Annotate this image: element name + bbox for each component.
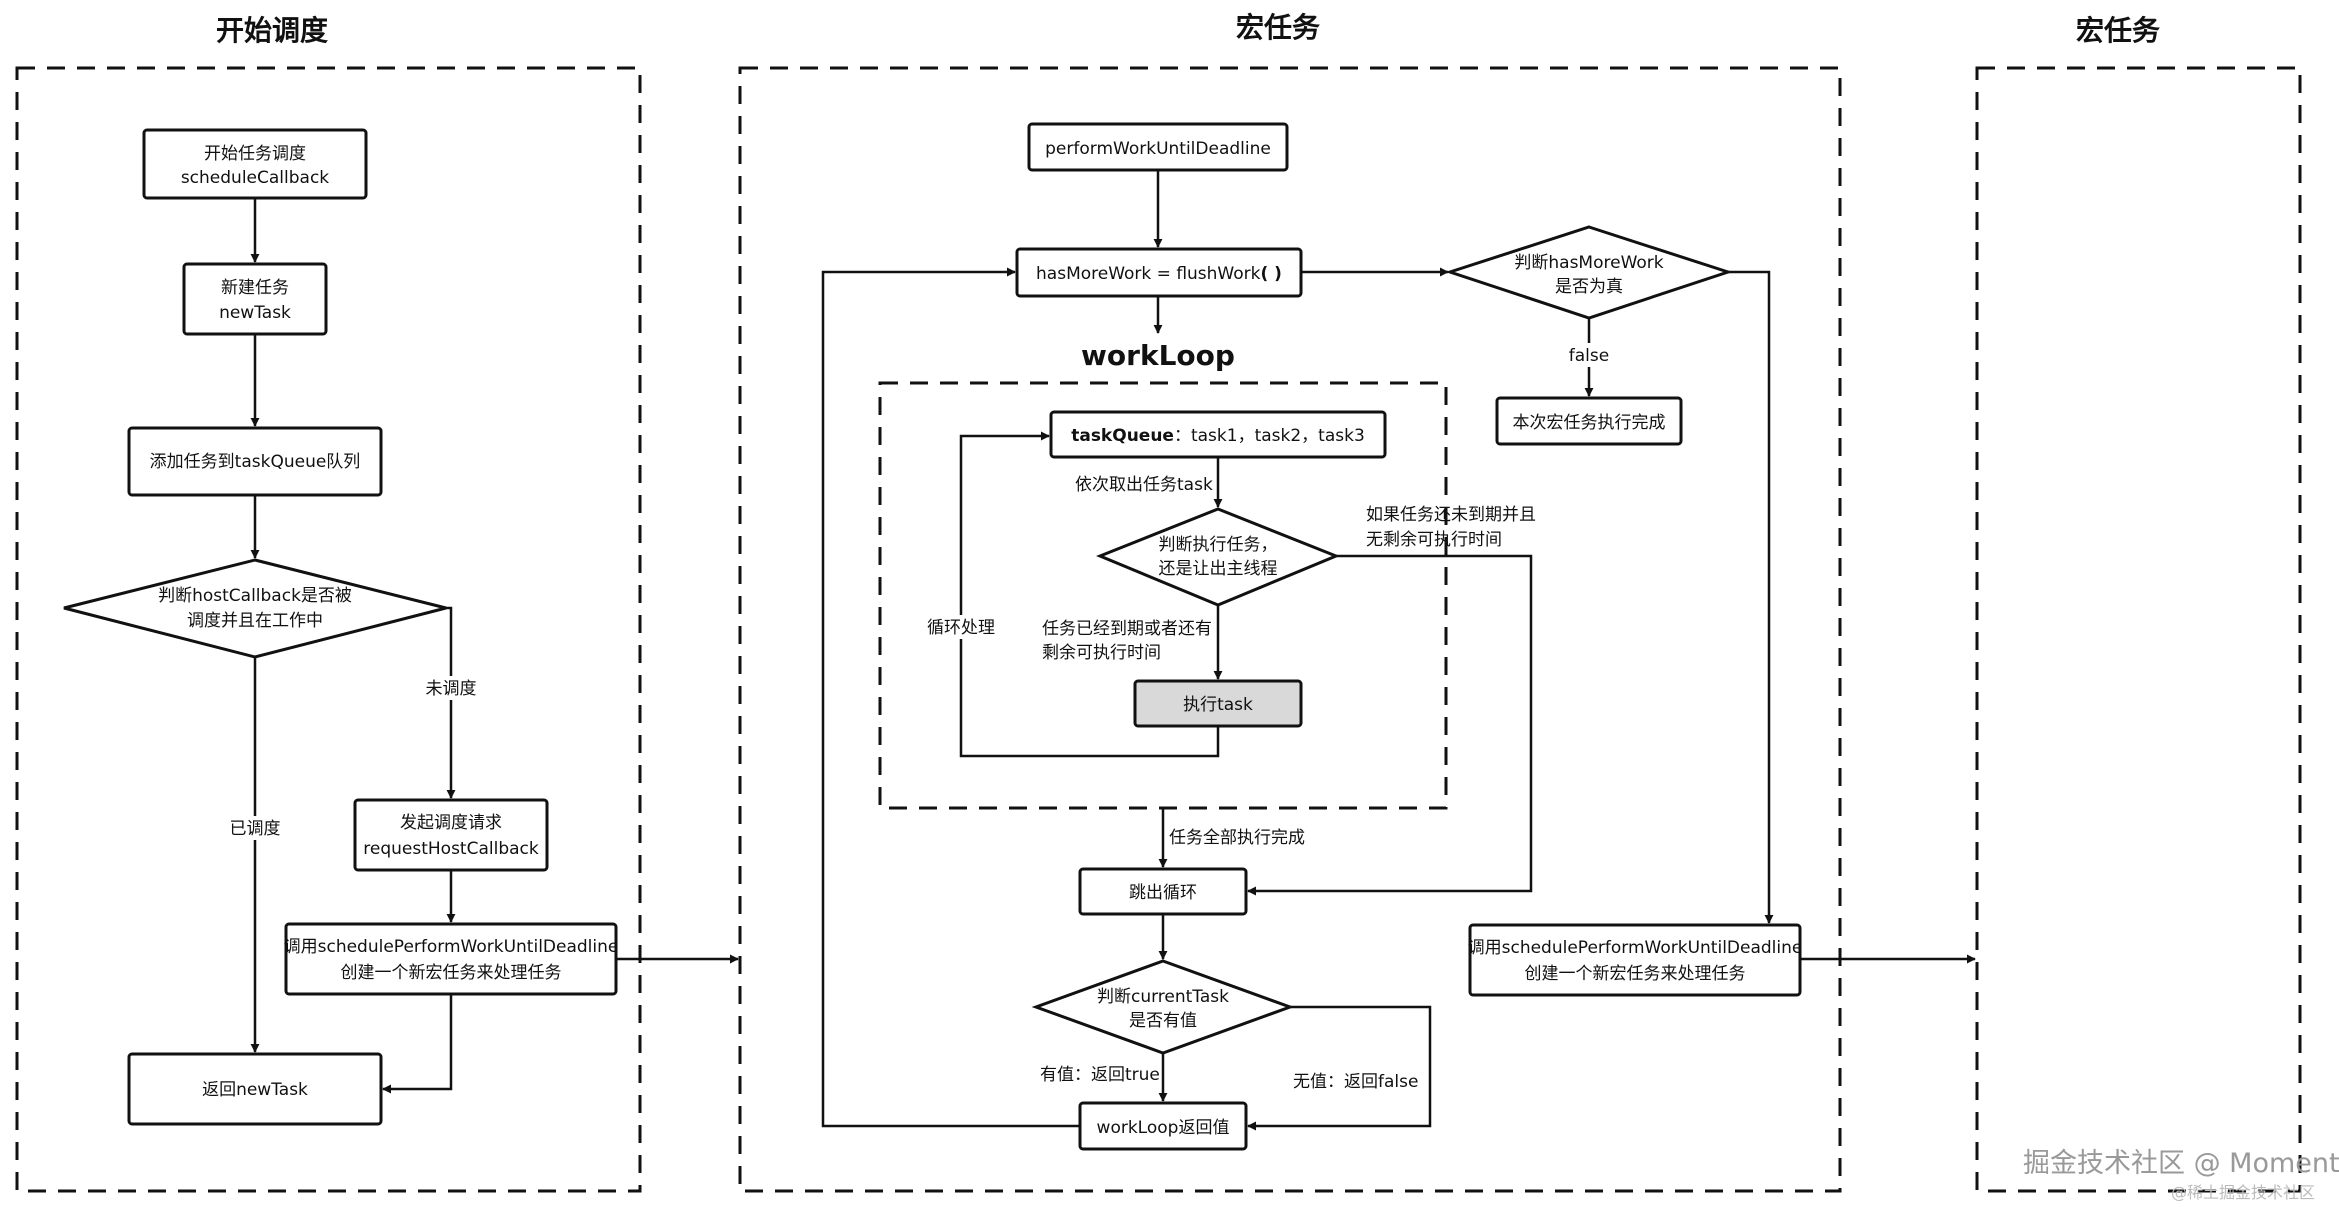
node-perform-work: performWorkUntilDeadline	[1027, 122, 1289, 172]
edge-label-not-scheduled: 未调度	[426, 679, 477, 699]
edge-label-not-expired-1: 如果任务还未到期并且	[1366, 505, 1536, 525]
node-new-task: 新建任务 newTask	[182, 262, 328, 336]
svg-text:判断hasMoreWork: 判断hasMoreWork	[1514, 253, 1663, 273]
node-task-queue: taskQueue：task1，task2，task3	[1049, 410, 1387, 459]
node-break-loop: 跳出循环	[1078, 867, 1248, 916]
edge-label-bg-2	[224, 816, 286, 840]
panel-title-macrotask-next: 宏任务	[2076, 14, 2160, 47]
node-check-has-more-work: 判断hasMoreWork 是否为真	[1445, 225, 1733, 320]
svg-text:执行task: 执行task	[1183, 695, 1253, 715]
node-exec-task: 执行task	[1133, 679, 1303, 728]
svg-text:返回newTask: 返回newTask	[202, 1080, 308, 1100]
edge-label-expired-1: 任务已经到期或者还有	[1042, 619, 1212, 639]
edge-label-bg-3	[1566, 343, 1612, 367]
workloop-title: workLoop	[1081, 339, 1235, 372]
svg-text:taskQueue：task1，task2，task3: taskQueue：task1，task2，task3	[1071, 426, 1365, 446]
svg-text:添加任务到taskQueue队列: 添加任务到taskQueue队列	[150, 452, 361, 472]
svg-text:跳出循环: 跳出循环	[1129, 883, 1197, 903]
node-check-host-callback: 判断hostCallback是否被 调度并且在工作中	[63, 558, 447, 659]
svg-text:workLoop返回值: workLoop返回值	[1097, 1118, 1230, 1138]
panel-macrotask-next	[1975, 66, 2302, 1193]
edge-label-take-task: 依次取出任务task	[1075, 475, 1213, 495]
node-workloop-return: workLoop返回值	[1078, 1101, 1248, 1151]
svg-text:是否有值: 是否有值	[1129, 1011, 1197, 1031]
svg-text:判断currentTask: 判断currentTask	[1097, 987, 1229, 1007]
watermark-main: 掘金技术社区 @ Moment	[2023, 1148, 2339, 1179]
node-schedule-perform-right: 调用schedulePerformWorkUntilDeadline 创建一个新…	[1468, 923, 1803, 997]
svg-text:创建一个新宏任务来处理任务: 创建一个新宏任务来处理任务	[1525, 964, 1746, 984]
panel-macrotask	[738, 66, 1842, 1193]
edge-label-not-expired-2: 无剩余可执行时间	[1366, 530, 1502, 550]
panel-start	[15, 66, 642, 1193]
edge-label-all-done: 任务全部执行完成	[1169, 828, 1305, 848]
node-macrotask-done: 本次宏任务执行完成	[1495, 396, 1683, 446]
svg-text:判断执行任务，: 判断执行任务，	[1159, 535, 1278, 555]
svg-text:发起调度请求: 发起调度请求	[400, 813, 502, 833]
node-check-current-task: 判断currentTask 是否有值	[1031, 959, 1295, 1055]
svg-text:scheduleCallback: scheduleCallback	[181, 168, 329, 188]
svg-text:调度并且在工作中: 调度并且在工作中	[187, 611, 323, 631]
svg-text:hasMoreWork = flushWork( ): hasMoreWork = flushWork( )	[1036, 264, 1282, 284]
node-schedule-callback: 开始任务调度 scheduleCallback	[142, 128, 368, 200]
watermark-sub: @稀土掘金技术社区	[2171, 1183, 2315, 1202]
edge-label-scheduled: 已调度	[230, 819, 281, 839]
svg-text:还是让出主线程: 还是让出主线程	[1159, 559, 1278, 579]
svg-text:开始任务调度: 开始任务调度	[204, 144, 306, 164]
svg-text:调用schedulePerformWorkUntilDead: 调用schedulePerformWorkUntilDeadline	[1468, 938, 1803, 958]
panel-title-macrotask: 宏任务	[1236, 11, 1320, 44]
svg-text:requestHostCallback: requestHostCallback	[363, 839, 539, 859]
node-add-to-queue: 添加任务到taskQueue队列	[127, 426, 383, 497]
node-flush-work: hasMoreWork = flushWork( )	[1015, 247, 1303, 298]
svg-text:是否为真: 是否为真	[1555, 277, 1623, 297]
panel-title-start: 开始调度	[216, 14, 328, 47]
node-schedule-perform-left: 调用schedulePerformWorkUntilDeadline 创建一个新…	[284, 922, 619, 996]
middle-edges	[821, 170, 1976, 1131]
edge-label-expired-2: 剩余可执行时间	[1042, 643, 1161, 663]
edge-label-true: 有值：返回true	[1040, 1065, 1160, 1085]
edge-label-false: false	[1569, 346, 1609, 366]
svg-text:performWorkUntilDeadline: performWorkUntilDeadline	[1045, 139, 1271, 159]
svg-text:判断hostCallback是否被: 判断hostCallback是否被	[158, 586, 352, 606]
edge-label-false-value: 无值：返回false	[1293, 1072, 1418, 1092]
node-check-exec: 判断执行任务， 还是让出主线程	[1096, 507, 1340, 607]
edge-label-bg-4	[922, 615, 1000, 639]
svg-text:新建任务: 新建任务	[221, 278, 289, 298]
edge-label-loop: 循环处理	[927, 618, 995, 638]
node-return-new-task: 返回newTask	[127, 1052, 383, 1126]
svg-text:本次宏任务执行完成: 本次宏任务执行完成	[1513, 413, 1666, 433]
svg-text:调用schedulePerformWorkUntilDead: 调用schedulePerformWorkUntilDeadline	[284, 937, 619, 957]
svg-text:创建一个新宏任务来处理任务: 创建一个新宏任务来处理任务	[341, 963, 562, 983]
svg-text:newTask: newTask	[219, 303, 291, 323]
node-request-host-callback: 发起调度请求 requestHostCallback	[353, 798, 549, 872]
left-edges	[250, 198, 739, 1094]
edge-label-bg	[420, 676, 482, 700]
